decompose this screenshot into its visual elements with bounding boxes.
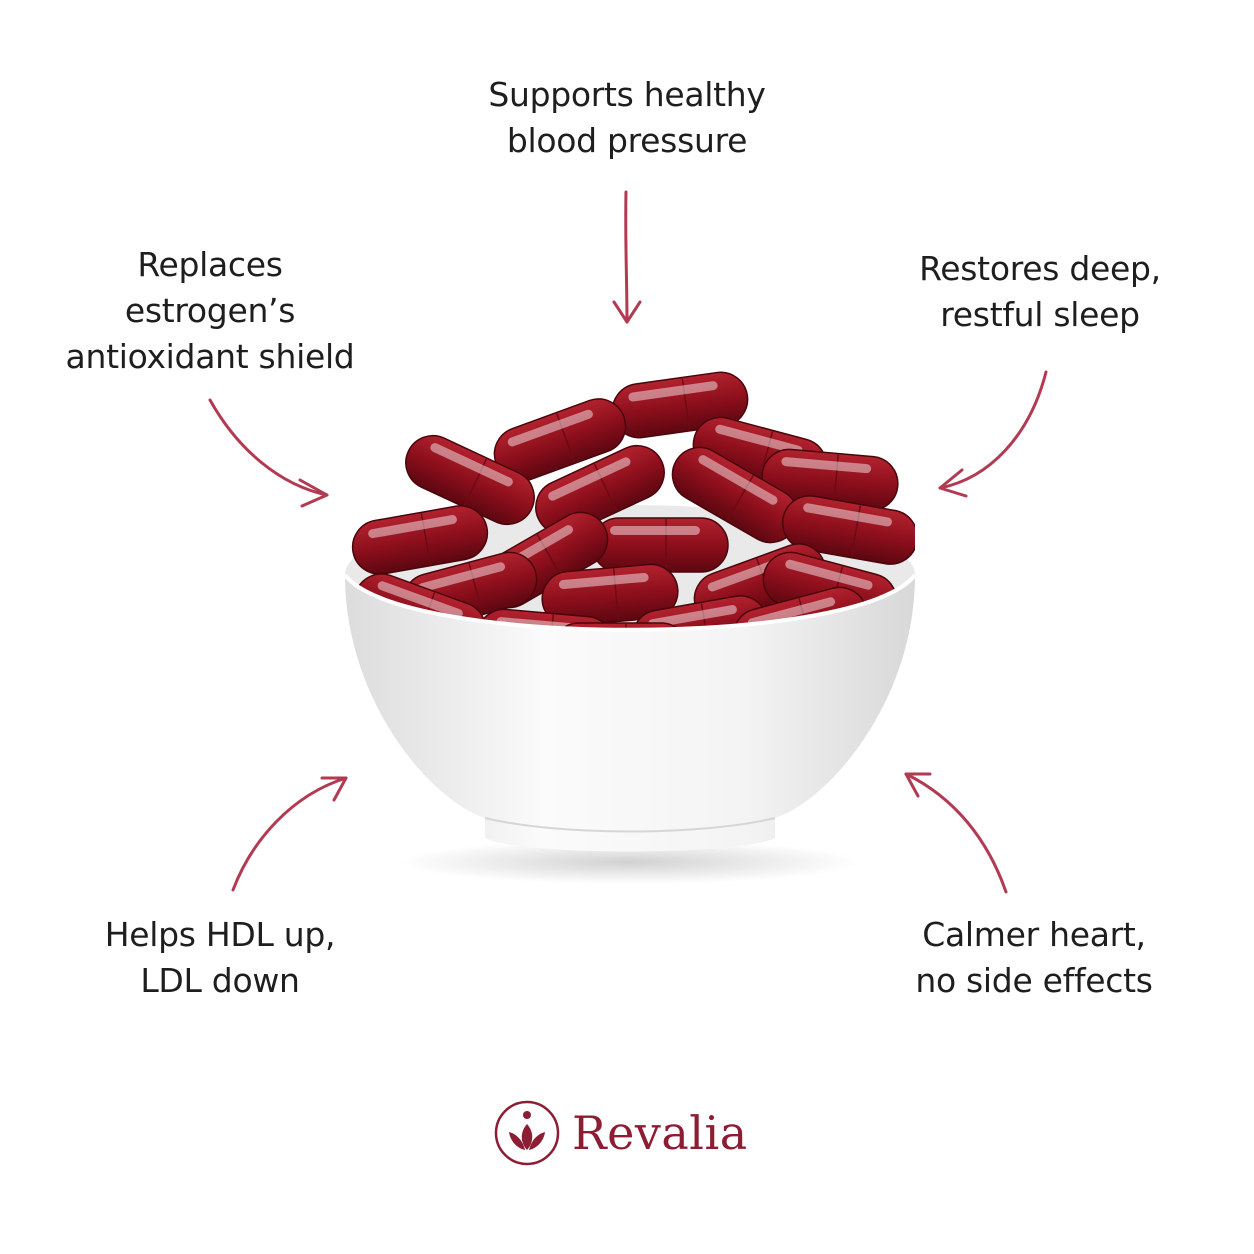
capsule	[541, 563, 679, 627]
bowl-shadow	[400, 840, 860, 884]
callout-blood-pressure: Supports healthy blood pressure	[427, 72, 827, 164]
capsule	[591, 517, 729, 573]
callout-sleep: Restores deep, restful sleep	[890, 246, 1190, 338]
brand-logo: Revalia	[490, 1096, 748, 1170]
capsule	[405, 434, 535, 526]
bowl-body	[345, 575, 915, 852]
callout-cholesterol: Helps HDL up, LDL down	[70, 912, 370, 1004]
arrow-down-icon	[612, 190, 642, 324]
callout-line: Supports healthy	[488, 75, 766, 114]
bowl-foot	[484, 817, 776, 833]
callout-line: no side effects	[915, 961, 1153, 1000]
arrow-left-icon	[938, 370, 1048, 498]
callout-line: Restores deep,	[919, 249, 1161, 288]
bowl-rim	[343, 573, 917, 632]
lotus-circle-icon	[494, 1100, 560, 1166]
callout-antioxidant: Replaces estrogen’s antioxidant shield	[40, 242, 380, 380]
capsule	[781, 495, 915, 565]
callout-line: restful sleep	[940, 295, 1140, 334]
callout-line: estrogen’s	[124, 291, 296, 330]
callout-line: Replaces	[137, 245, 283, 284]
callout-line: blood pressure	[506, 121, 748, 160]
brand-name: Revalia	[572, 1106, 748, 1160]
capsule	[535, 444, 665, 536]
callout-line: LDL down	[140, 961, 300, 1000]
callout-line: Helps HDL up,	[104, 915, 336, 954]
arrow-up-left-icon	[904, 772, 1008, 894]
callout-line: Calmer heart,	[922, 915, 1146, 954]
arrow-right-icon	[208, 398, 329, 508]
capsule	[671, 446, 799, 544]
capsule	[761, 448, 899, 512]
callout-line: antioxidant shield	[65, 337, 355, 376]
callout-heart: Calmer heart, no side effects	[884, 912, 1184, 1004]
arrow-up-right-icon	[231, 776, 348, 892]
capsule	[351, 505, 489, 575]
